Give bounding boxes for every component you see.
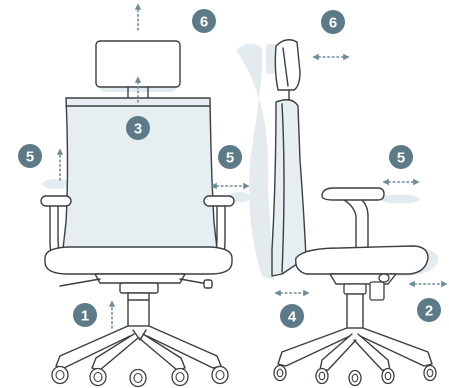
svg-text:5: 5: [226, 150, 234, 167]
front-base: [52, 326, 228, 387]
front-view-chair: [41, 5, 252, 387]
badge-front-armrest-height: 5: [18, 144, 42, 168]
headrest-ghost-side: [266, 44, 276, 74]
backrest-side: [272, 100, 306, 276]
badge-front-backrest-height: 3: [126, 116, 150, 140]
badge-front-seat-height: 1: [73, 303, 97, 327]
seat: [45, 247, 232, 274]
badge-side-back-tilt: 4: [280, 304, 304, 328]
badge-front-armrest-width: 5: [218, 145, 242, 169]
svg-text:1: 1: [81, 308, 89, 325]
side-view-chair: [236, 40, 446, 386]
svg-text:4: 4: [288, 309, 297, 326]
svg-text:3: 3: [134, 121, 142, 138]
svg-text:2: 2: [425, 303, 433, 320]
side-base: [274, 328, 436, 386]
svg-text:6: 6: [329, 15, 337, 32]
headrest: [96, 41, 180, 87]
armrest-ghost-side: [380, 195, 420, 204]
svg-text:6: 6: [200, 14, 208, 31]
gas-column: [128, 293, 149, 326]
badge-front-headrest-height: 6: [192, 9, 216, 33]
gas-column-side: [347, 294, 363, 328]
badge-side-seat-depth: 2: [417, 298, 441, 322]
svg-text:5: 5: [26, 149, 34, 166]
badge-side-headrest: 6: [321, 10, 345, 34]
badge-side-armrest: 5: [389, 145, 413, 169]
left-armrest-ghost: [42, 179, 70, 189]
svg-text:5: 5: [397, 150, 405, 167]
tilted-back-ghost: [236, 43, 274, 280]
seat-side: [296, 246, 428, 274]
